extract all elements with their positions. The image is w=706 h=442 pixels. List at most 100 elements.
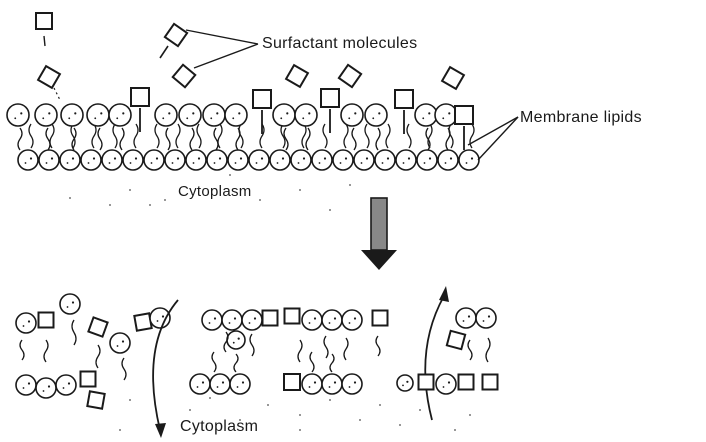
middle-lower-head (302, 374, 322, 394)
middle-tail (212, 352, 216, 372)
upper-leaflet-tail (376, 128, 380, 150)
background-speckle (229, 174, 231, 176)
lower-leaflet-tail (365, 124, 369, 148)
lipid-head-speckle (238, 112, 240, 114)
surfactant-head (321, 89, 339, 107)
loose-lipid-head (150, 308, 170, 328)
middle-upper-head (202, 310, 222, 330)
lipid-head-speckle (67, 306, 69, 308)
lipid-head-speckle (403, 162, 405, 164)
lipid-head-speckle (20, 112, 22, 114)
middle-loose-head (227, 331, 245, 349)
lipid-head-speckle (48, 112, 50, 114)
lipid-head-speckle (349, 386, 351, 388)
lipid-head-speckle (349, 322, 351, 324)
lipid-head-speckle (51, 157, 53, 159)
lipid-head-speckle (424, 162, 426, 164)
lipid-head-speckle (249, 322, 251, 324)
loose-surfactant (88, 317, 107, 336)
middle-tail (310, 352, 314, 372)
surfactant-head (165, 24, 187, 46)
right-tail (486, 338, 490, 362)
lipid-head-speckle (234, 317, 236, 319)
lipid-head-speckle (172, 162, 174, 164)
lipid-head-speckle (242, 381, 244, 383)
lipid-head-speckle (408, 157, 410, 159)
free-surfactant (165, 24, 187, 46)
lipid-head-speckle (443, 386, 445, 388)
transition-arrow-head (361, 250, 397, 270)
loose-lipid-tail (96, 345, 100, 368)
lipid-head-speckle (450, 157, 452, 159)
loose-lipid-tail (72, 320, 76, 345)
background-speckle (299, 429, 301, 431)
lower-leaflet-head (228, 150, 248, 170)
background-speckle (129, 399, 131, 401)
lower-leaflet-tail (323, 124, 327, 148)
loose-lipid-head (16, 375, 36, 395)
lower-leaflet-tail (155, 124, 159, 148)
lipid-head-speckle (93, 157, 95, 159)
lipid-head-speckle (286, 112, 288, 114)
loose-lipid-tail (20, 340, 24, 360)
background-speckle (119, 429, 121, 431)
lipid-head-speckle (466, 162, 468, 164)
lower-leaflet-head (396, 150, 416, 170)
upper-leaflet-tail (306, 128, 310, 150)
lipid-head-speckle (298, 162, 300, 164)
lipid-head-speckle (222, 381, 224, 383)
transition-arrow-shaft (371, 198, 387, 250)
surfactant-head (442, 67, 464, 89)
lipid-head-speckle (329, 386, 331, 388)
lipid-head-speckle (68, 382, 70, 384)
surfactant-head (447, 331, 465, 349)
loose-surfactant (39, 313, 54, 328)
upper-leaflet-head (179, 104, 201, 126)
lipid-head-speckle (309, 386, 311, 388)
upper-leaflet-head (365, 104, 387, 126)
lipid-head-speckle (46, 162, 48, 164)
middle-tail (344, 338, 348, 360)
background-speckle (349, 184, 351, 186)
lipid-head-speckle (334, 381, 336, 383)
lipid-head-speckle (116, 117, 118, 119)
upper-leaflet-tail (426, 128, 430, 150)
upper-leaflet-head (155, 104, 177, 126)
middle-lower-head (210, 374, 230, 394)
lipid-leader-line (468, 117, 518, 145)
lipid-head-speckle (151, 162, 153, 164)
lipid-head-speckle (43, 390, 45, 392)
lipid-head-speckle (354, 317, 356, 319)
surfactant-head (39, 313, 54, 328)
background-speckle (69, 197, 71, 199)
lipid-head-speckle (214, 317, 216, 319)
middle-lower-head (322, 374, 342, 394)
middle-upper-head (242, 310, 262, 330)
lipid-head-speckle (232, 117, 234, 119)
upper-leaflet-tail (236, 128, 240, 150)
inserted-surfactant (131, 88, 149, 132)
lipid-head-speckle (387, 157, 389, 159)
free-surfactant (339, 65, 361, 87)
middle-surfactant (284, 374, 300, 390)
upper-leaflet-head (295, 104, 317, 126)
lipid-head-speckle (67, 162, 69, 164)
lipid-head-speckle (261, 157, 263, 159)
loose-lipid-head (16, 313, 36, 333)
loose-lipid-head (56, 375, 76, 395)
middle-surfactant (373, 311, 388, 326)
middle-surfactant (263, 311, 278, 326)
surfactant-head (284, 374, 300, 390)
loose-lipid-tail (122, 358, 126, 380)
loose-surfactant (87, 391, 104, 408)
lipid-head-speckle (361, 162, 363, 164)
lipid-head-speckle (468, 315, 470, 317)
cytoplasm-bottom-label: Cytoplasm (180, 418, 258, 436)
loose-surfactant (81, 372, 96, 387)
lower-leaflet-head (333, 150, 353, 170)
lipid-head-speckle (162, 315, 164, 317)
lipid-head-speckle (402, 385, 404, 387)
lower-leaflet-tail (470, 124, 474, 148)
surfactant-head (173, 65, 196, 88)
lipid-head-speckle (122, 112, 124, 114)
